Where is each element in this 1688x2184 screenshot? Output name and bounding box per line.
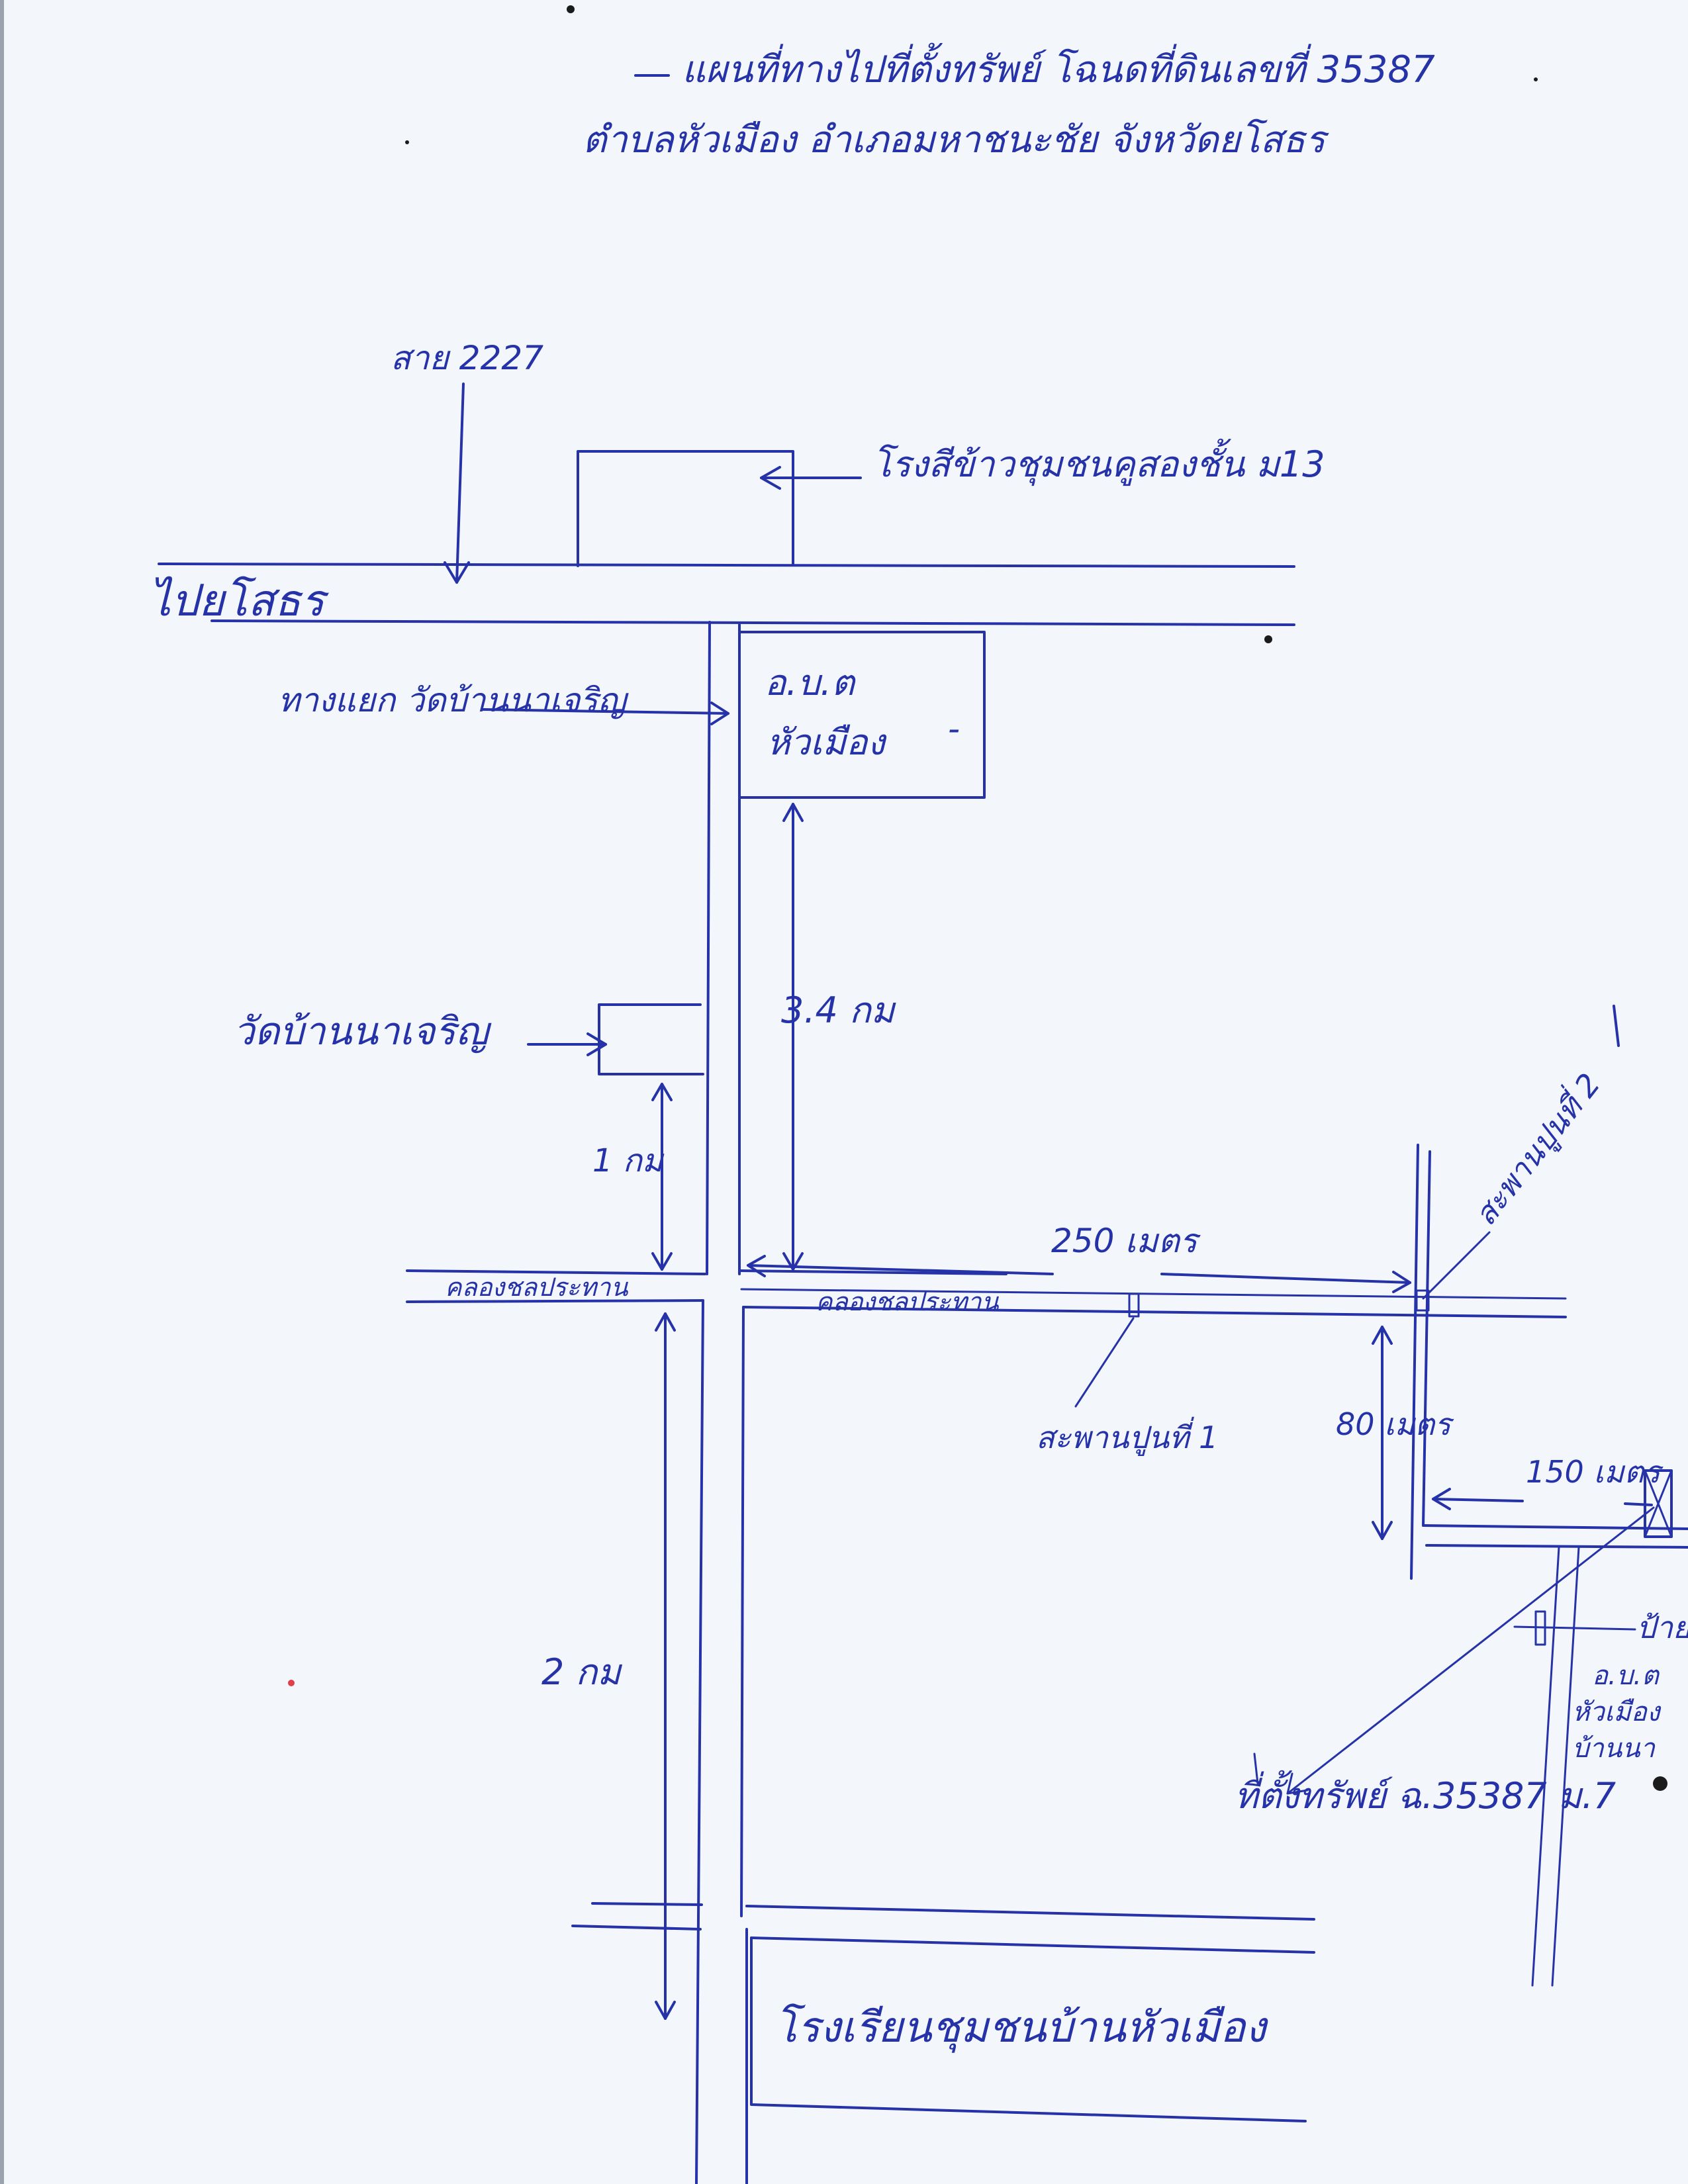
rice-mill-label: โรงสีข้าวชุมชนคูสองชั้น ม13 <box>872 438 1325 486</box>
ink-speck <box>1653 1776 1667 1791</box>
temple-distance-label: 1 กม <box>592 1142 665 1179</box>
canal-label-left: คลองชลประทาน <box>445 1273 628 1302</box>
arrow-head <box>444 561 470 584</box>
main-highway <box>158 563 1295 626</box>
office-distance-label: 3.4 กม <box>781 989 896 1031</box>
school-distance-label: 2 กม <box>541 1651 622 1693</box>
ink-speck <box>1534 77 1538 81</box>
school-label: โรงเรียนชุมชนบ้านหัวเมือง <box>774 2003 1268 2053</box>
right-distance-arrow <box>1432 1498 1653 1506</box>
school-road <box>571 1902 1315 1954</box>
ink-speck <box>567 5 575 13</box>
sign-label-4: บ้านนา <box>1572 1733 1656 1764</box>
tambon-office-label-1: อ.บ.ต <box>765 662 857 704</box>
arrow-head <box>747 1255 1411 1293</box>
bridge-2-marker <box>1415 1289 1430 1312</box>
bridge-1-marker <box>1128 1293 1140 1318</box>
bridge-1-label: สะพานปูนที่ 1 <box>1036 1416 1218 1456</box>
highway-label: สาย 2227 <box>391 339 543 377</box>
canal-label-right: คลองชลประทาน <box>816 1287 999 1316</box>
main-road <box>695 621 748 2184</box>
bridge-2-label: สะพานปูนที่ 2 <box>1464 1065 1608 1233</box>
side-road-label: ทางแยก วัดบ้านนาเจริญ <box>278 681 629 719</box>
arrow-head <box>651 1083 673 1271</box>
side-road-arrow <box>482 708 729 715</box>
arrow-head <box>760 466 781 490</box>
ink-speck <box>1264 635 1272 643</box>
sign-pointer <box>1513 1625 1636 1631</box>
to-yasothon-label: ไปยโสธร <box>149 575 330 626</box>
tambon-office-label-2: หัวเมือง <box>767 721 887 763</box>
arrow-head <box>655 1312 676 2020</box>
bridge-2-pointer <box>1422 1231 1491 1300</box>
bridge-1-pointer <box>1074 1317 1135 1408</box>
temple-label: วัดบ้านนาเจริญ <box>233 1009 492 1054</box>
page-edge <box>0 0 4 2184</box>
title-line-2: ตำบลหัวเมือง อำเภอมหาชนะชัย จังหวัดยโสธร <box>583 118 1329 161</box>
arrow-head <box>586 1032 607 1056</box>
canal-road <box>406 1269 1567 1318</box>
arrow-head <box>782 803 804 1271</box>
arrow-head <box>1286 1772 1309 1795</box>
arrow-head <box>1372 1326 1393 1540</box>
arrow-head <box>710 702 729 725</box>
tambon-office-dash: - <box>948 709 960 748</box>
sign-label-1: ป้าย <box>1636 1610 1688 1645</box>
title-line-1: แผนที่ทางไปที่ตั้งทรัพย์ โฉนดที่ดินเลขที… <box>682 42 1435 91</box>
canal-distance-label: 250 เมตร <box>1051 1222 1201 1260</box>
ink-speck <box>405 140 409 144</box>
branch-road <box>1410 1005 1688 1580</box>
canal-distance-arrow <box>747 1264 1411 1284</box>
arrow-head <box>1432 1488 1451 1510</box>
property-pointer <box>1286 1506 1655 1795</box>
temple-building <box>598 1003 704 1075</box>
tambon-office-building <box>738 631 986 799</box>
rice-mill-building <box>577 450 794 567</box>
school-grounds <box>750 1936 1307 2122</box>
ink-speck <box>288 1680 295 1686</box>
highway-arrow <box>455 383 465 584</box>
property-label: ที่ตั้งทรัพย์ ฉ.35387 ม.7 <box>1235 1770 1616 1817</box>
sign-label-2: อ.บ.ต <box>1592 1661 1660 1691</box>
down-distance-label: 80 เมตร <box>1336 1406 1454 1442</box>
sign-label-3: หัวเมือง <box>1572 1697 1662 1727</box>
tick-mark <box>1253 1752 1259 1785</box>
property-access-road <box>1531 1546 1580 1987</box>
right-distance-label: 150 เมตร <box>1526 1454 1664 1490</box>
property-marker <box>1644 1469 1673 1538</box>
